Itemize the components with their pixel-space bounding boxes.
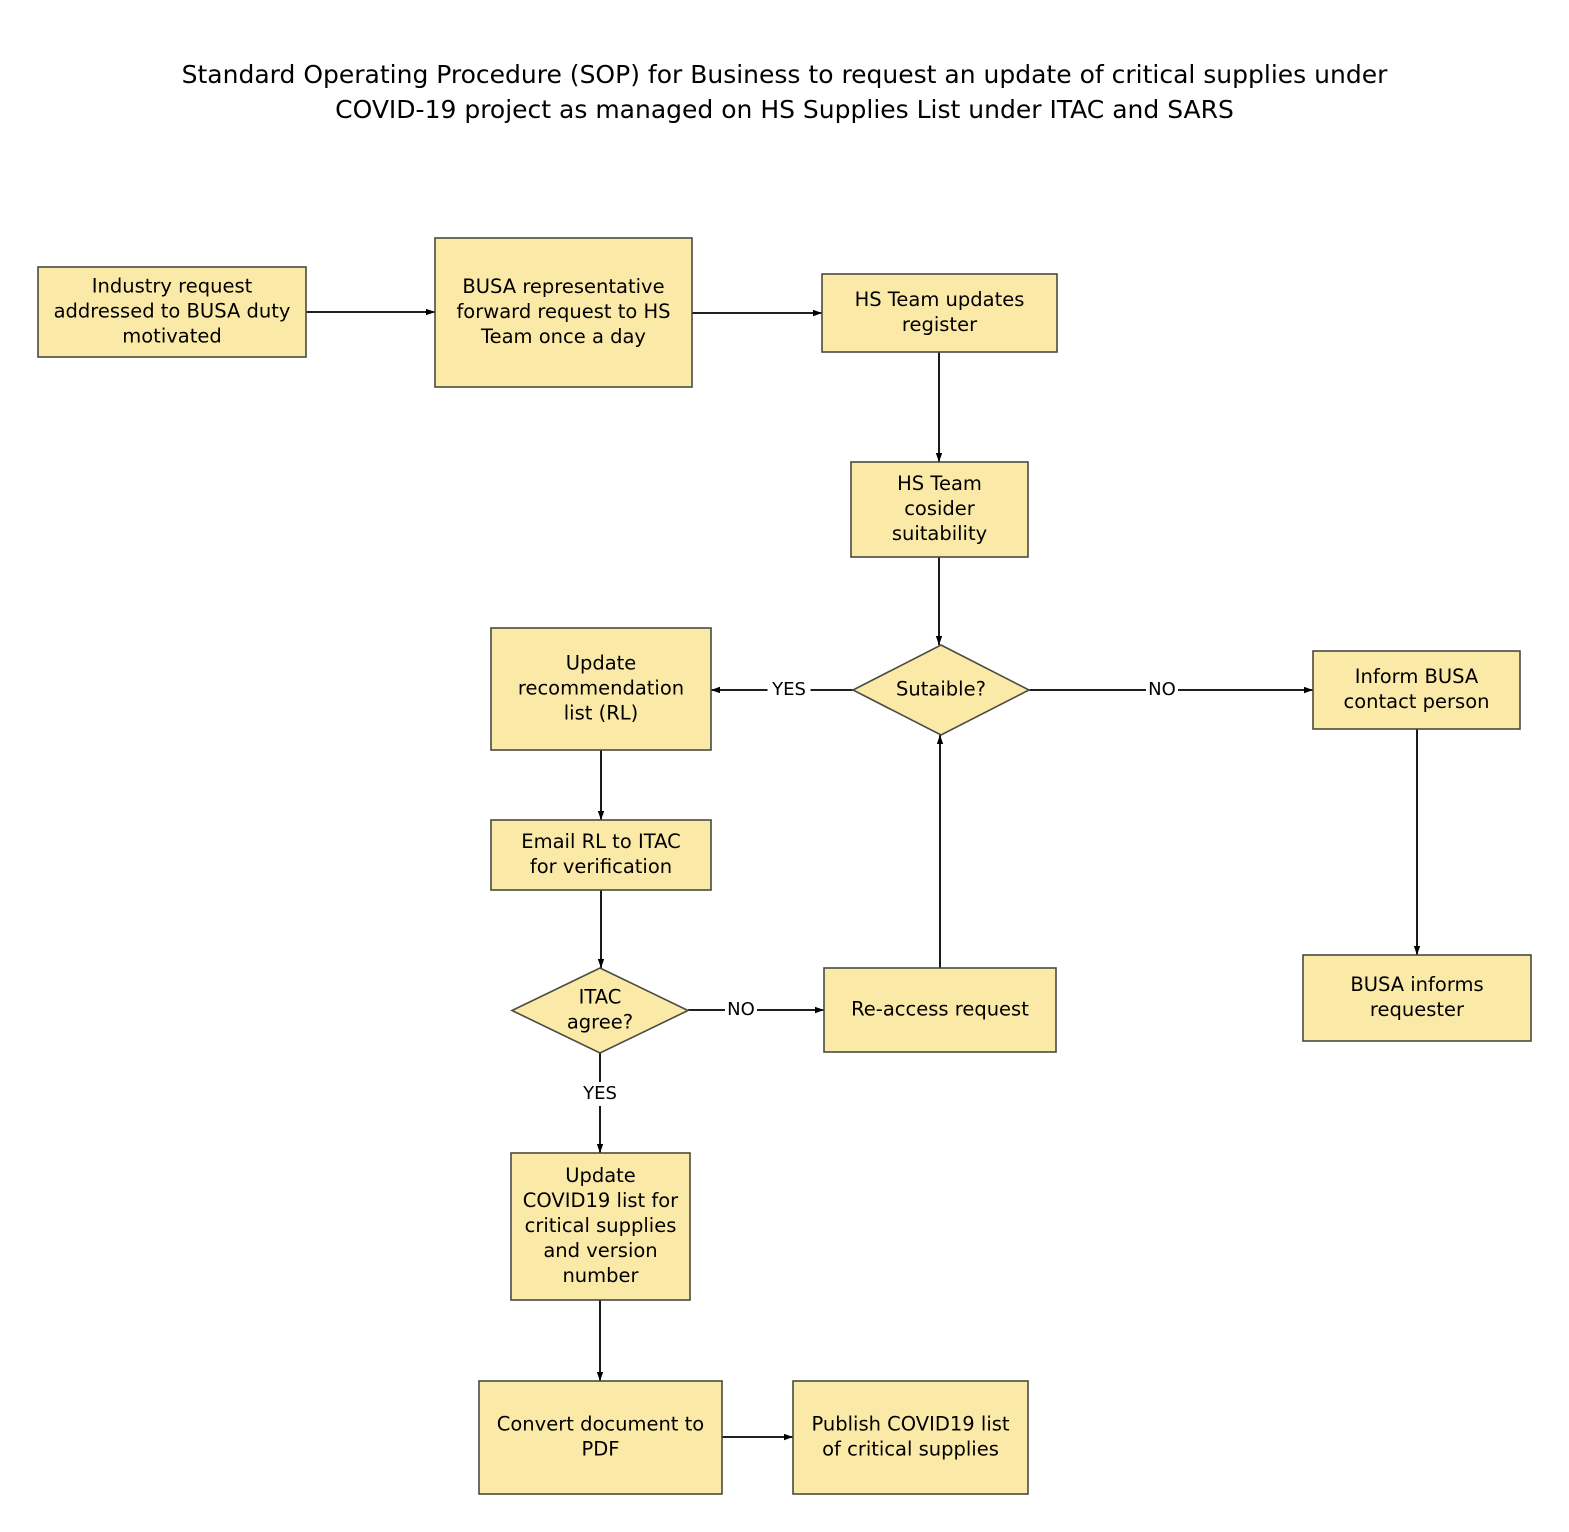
edge-label-yes-3: YES	[582, 1083, 617, 1104]
node-label: ITAC	[579, 986, 622, 1009]
node-shape-diamond	[510, 967, 690, 1054]
node-shape-rect	[490, 627, 712, 751]
node-label: HS Team updates	[855, 288, 1025, 311]
node-label: list (RL)	[564, 702, 638, 725]
node-label: PDF	[582, 1438, 620, 1461]
node-label: recommendation	[518, 677, 684, 700]
node-shape-rect	[850, 461, 1029, 558]
node-shape-rect	[821, 273, 1058, 353]
node-shape-rect	[510, 1152, 691, 1301]
flow-node-suitable_decision[interactable]: Sutaible?	[851, 644, 1031, 736]
page-title-line-2: COVID-19 project as managed on HS Suppli…	[335, 94, 1234, 124]
node-label: HS Team	[897, 472, 982, 495]
node-label: Email RL to ITAC	[521, 830, 680, 853]
node-label: requester	[1370, 998, 1465, 1021]
node-shape-rect	[823, 967, 1057, 1053]
node-shape-diamond	[851, 644, 1031, 736]
edge-label-backdrop	[1146, 678, 1178, 702]
node-label: register	[902, 313, 978, 336]
node-label: Industry request	[92, 275, 253, 298]
edge-label-backdrop	[725, 998, 757, 1022]
edge-labels-layer: YES NO NO YES	[578, 678, 1178, 1106]
node-label: Inform BUSA	[1355, 665, 1479, 688]
edge-label-no-2: NO	[727, 999, 755, 1020]
node-label: cosider	[904, 497, 976, 520]
node-label: number	[562, 1264, 639, 1287]
node-label: Re-access request	[851, 998, 1029, 1021]
node-label: Sutaible?	[896, 678, 986, 701]
node-label: COVID19 list for	[523, 1189, 679, 1212]
edge-label-yes-0: YES	[771, 679, 806, 700]
node-shape-rect	[37, 266, 307, 358]
node-shape-rect	[490, 819, 712, 891]
node-label: motivated	[122, 325, 222, 348]
node-label: Team once a day	[480, 325, 646, 348]
node-label: Convert document to	[497, 1413, 704, 1436]
node-shape-rect	[792, 1380, 1029, 1495]
edge-label-backdrop	[578, 1082, 622, 1106]
flow-node-reaccess_request[interactable]: Re-access request	[823, 967, 1057, 1053]
node-label: forward request to HS	[456, 300, 670, 323]
edge-label-no-1: NO	[1148, 679, 1176, 700]
page-title: Standard Operating Procedure (SOP) for B…	[0, 58, 1569, 127]
node-label: agree?	[567, 1011, 633, 1034]
node-label: of critical supplies	[822, 1438, 999, 1461]
node-label: Publish COVID19 list	[811, 1413, 1009, 1436]
node-label: addressed to BUSA duty	[54, 300, 291, 323]
node-shape-rect	[1312, 650, 1521, 730]
node-label: Update	[566, 652, 637, 675]
edge-label-backdrop	[767, 678, 811, 702]
node-shape-rect	[1302, 954, 1532, 1042]
node-label: BUSA representative	[462, 275, 664, 298]
node-label: critical supplies	[525, 1214, 677, 1237]
node-label: Update	[565, 1164, 636, 1187]
node-label: and version	[543, 1239, 657, 1262]
node-shape-rect	[434, 237, 693, 388]
page-title-line-1: Standard Operating Procedure (SOP) for B…	[181, 60, 1388, 89]
node-label: suitability	[892, 522, 987, 545]
edges-layer	[306, 308, 1421, 1441]
node-label: BUSA informs	[1350, 973, 1483, 996]
node-label: for verification	[530, 855, 672, 878]
node-shape-rect	[478, 1380, 723, 1495]
node-label: contact person	[1343, 690, 1489, 713]
